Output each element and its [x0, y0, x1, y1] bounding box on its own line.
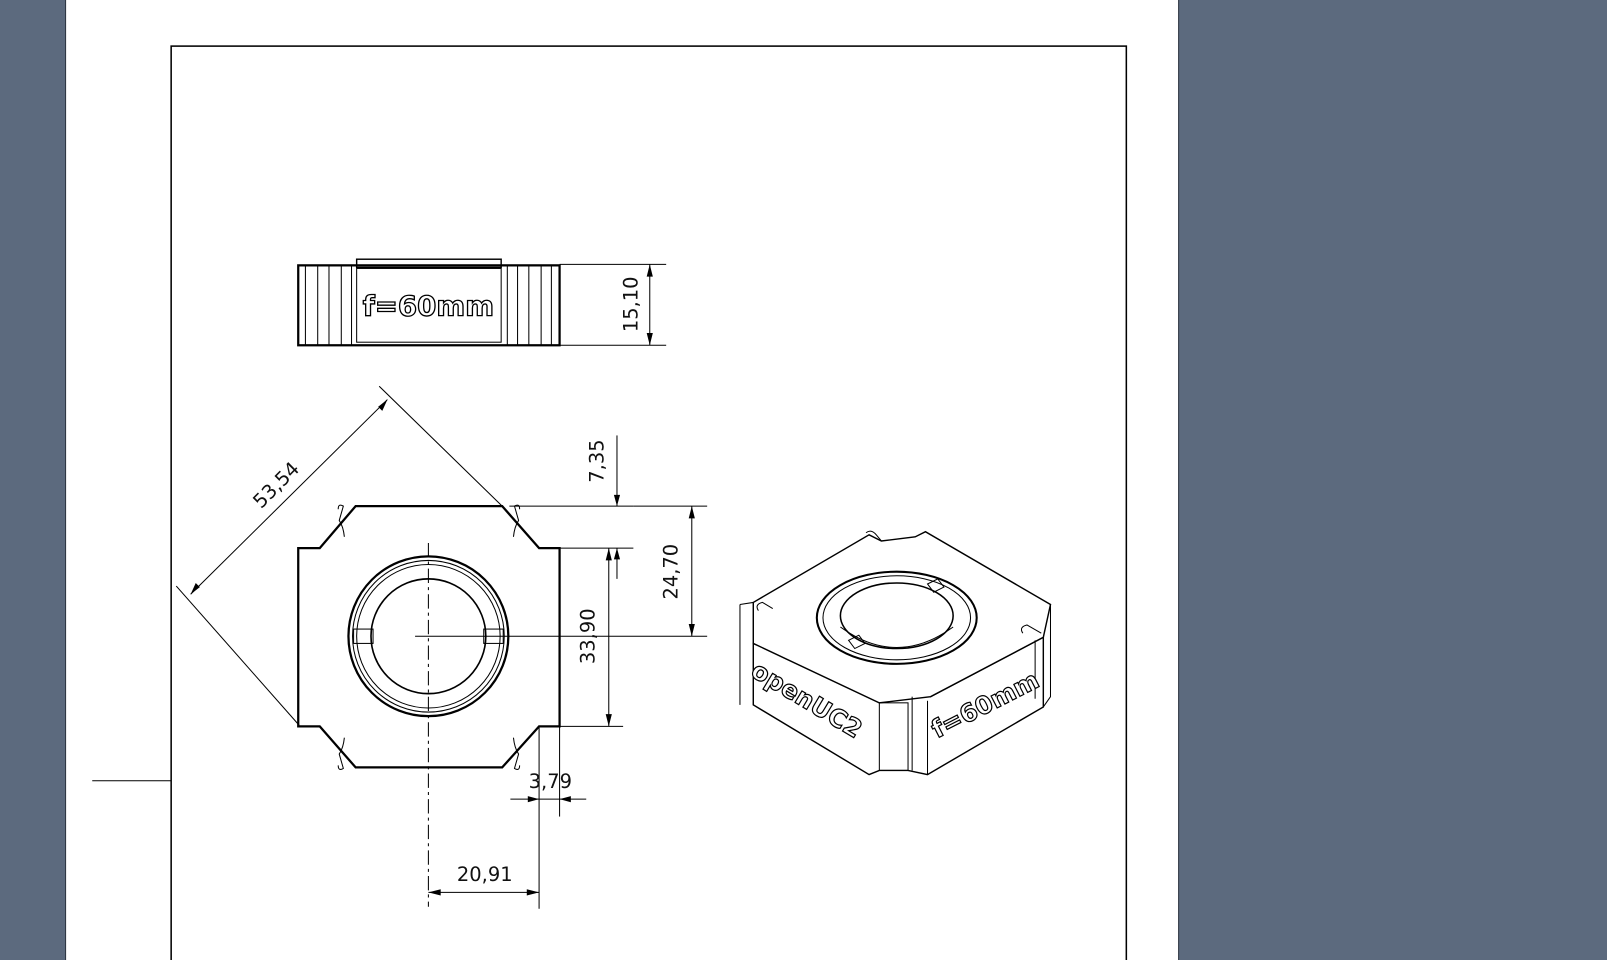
isometric-view: openUC2 f=60mm	[739, 530, 1052, 776]
sheet-page	[65, 0, 1180, 960]
drawing-frame	[170, 45, 1128, 960]
dimension-height-value: 15,10	[619, 276, 642, 332]
side-view-label: f=60mm	[363, 290, 494, 323]
dimension-slot-width-value: 3,79	[529, 770, 572, 793]
dimension-center-offset: 24,70	[633, 505, 708, 637]
dimension-half-width: 20,91	[428, 863, 540, 896]
dimension-flat-width: 33,90	[559, 548, 624, 727]
dimension-height: 15,10	[559, 263, 667, 346]
dimension-slot-width: 3,79	[510, 726, 587, 909]
dimension-top-offset: 7,35	[509, 435, 634, 579]
dimension-flat-width-value: 33,90	[576, 608, 599, 664]
front-view	[297, 504, 708, 907]
dimension-half-width-value: 20,91	[457, 863, 513, 886]
side-view: f=60mm	[297, 258, 561, 347]
dimension-top-offset-value: 7,35	[586, 439, 609, 482]
dimension-center-offset-value: 24,70	[659, 544, 682, 600]
